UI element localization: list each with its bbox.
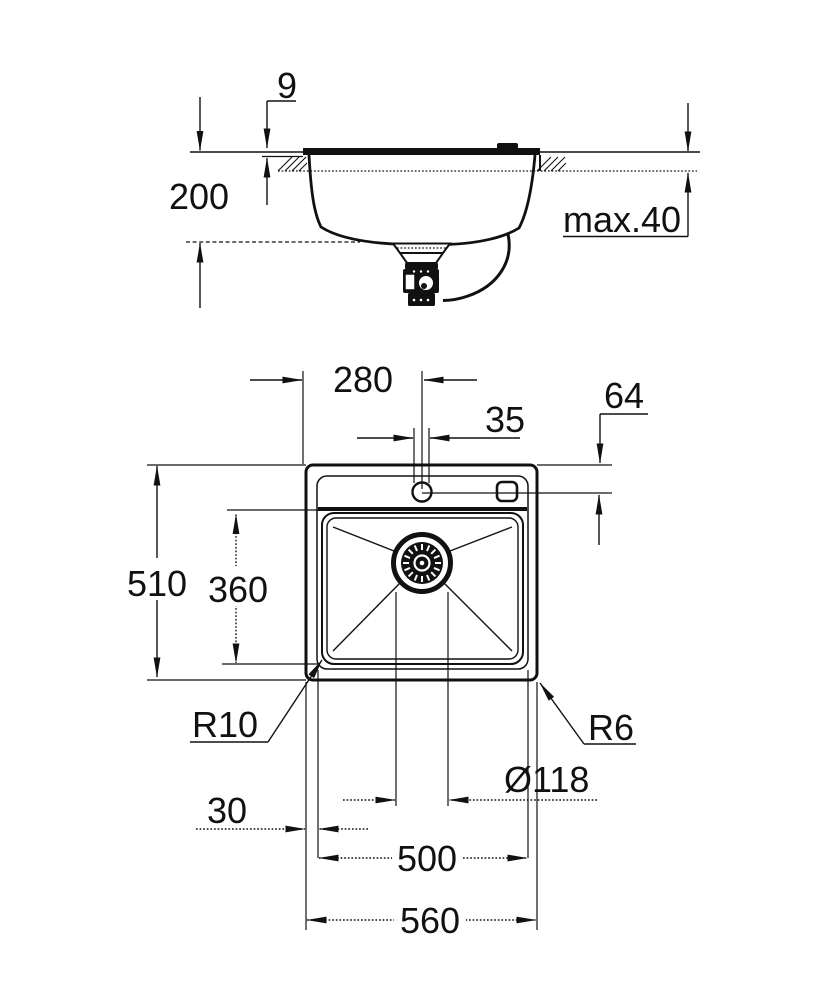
dim-label-flange-height: 9 <box>277 65 297 106</box>
dim-label-bowl-inner-depth: 360 <box>208 569 268 610</box>
dim-faucet-from-top: 64 <box>595 375 648 545</box>
drain-assembly <box>391 242 452 306</box>
drain-strainer <box>391 532 453 594</box>
dim-bowl-inner-width: 500 <box>318 838 528 879</box>
sink-bowl-outline <box>307 154 537 246</box>
dim-label-drain-diameter: Ø118 <box>504 759 589 800</box>
dim-drain-diameter: Ø118 <box>343 592 597 806</box>
dim-flange-height: 9 <box>263 65 297 205</box>
plan-view: 280 35 64 510 360 <box>125 359 648 941</box>
dim-label-faucet-from-top: 64 <box>604 375 644 416</box>
countertop-hatch-left <box>277 156 308 172</box>
radius-outer-corner: R6 <box>539 682 636 748</box>
sink-flange <box>303 148 540 155</box>
overflow-hose <box>442 233 511 302</box>
bowl-lower-outline <box>326 517 519 660</box>
overflow-cover-bump <box>497 143 518 149</box>
dim-label-edge-to-bowl: 30 <box>207 790 247 831</box>
dim-faucet-hole-diameter: 35 <box>357 399 525 442</box>
dim-overall-depth: 510 <box>125 465 190 678</box>
dim-label-outer-corner-radius: R6 <box>588 707 634 748</box>
dim-label-countertop-thickness: max.40 <box>563 199 681 240</box>
dim-edge-to-bowl: 30 <box>196 790 368 833</box>
dim-bowl-depth: 200 <box>169 97 360 308</box>
side-view: 9 200 max.40 <box>169 65 700 308</box>
dim-label-bowl-corner-radius: R10 <box>192 704 258 745</box>
dim-label-faucet-hole-diameter: 35 <box>485 399 525 440</box>
radius-bowl-corner: R10 <box>190 659 323 745</box>
dim-label-bowl-inner-width: 500 <box>397 838 457 879</box>
bowl-upper-outline <box>321 512 524 665</box>
dim-bowl-inner-depth: 360 <box>206 514 270 664</box>
dim-label-faucet-from-left: 280 <box>333 359 393 400</box>
dim-label-overall-width: 560 <box>400 900 460 941</box>
dim-overall-width: 560 <box>306 900 537 941</box>
dim-countertop-thickness: max.40 <box>563 103 692 240</box>
dim-faucet-from-left: 280 <box>250 359 477 400</box>
remote-control-hole <box>495 480 519 503</box>
countertop-hatch-right <box>536 156 567 172</box>
bowl-slope-diagonals <box>332 526 513 652</box>
dim-label-bowl-depth: 200 <box>169 176 229 217</box>
dim-label-overall-depth: 510 <box>127 563 187 604</box>
